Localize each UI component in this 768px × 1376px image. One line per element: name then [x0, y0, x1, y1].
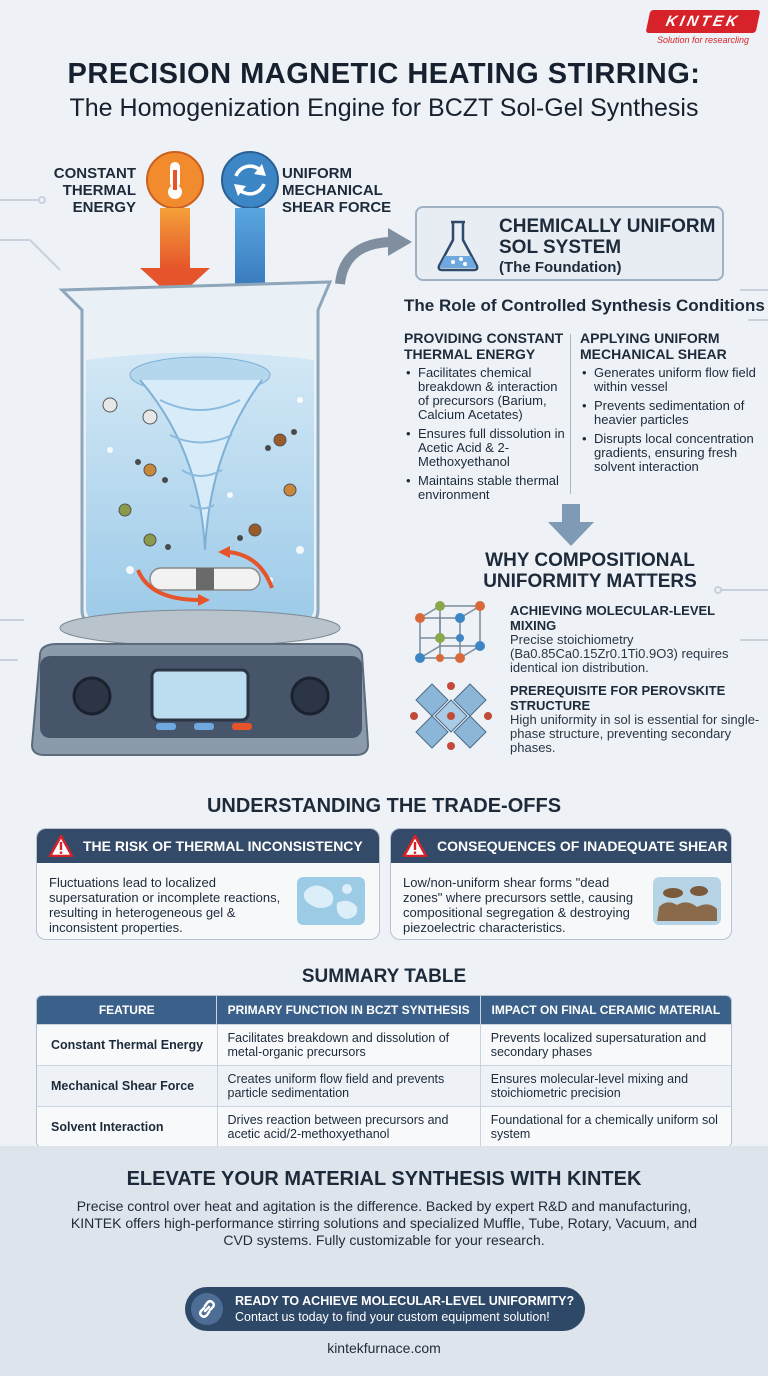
table-row: Constant Thermal Energy Facilitates brea…	[37, 1024, 731, 1065]
warning-icon	[49, 835, 73, 857]
warning-icon	[403, 835, 427, 857]
thermometer-icon	[146, 151, 204, 209]
tradeoff-card-shear: CONSEQUENCES OF INADEQUATE SHEAR Low/non…	[390, 828, 732, 940]
list-item: Disrupts local concentration gradients, …	[580, 432, 760, 474]
stirrer-illustration	[30, 151, 370, 756]
shear-force-label: UNIFORM MECHANICAL SHEAR FORCE	[282, 165, 392, 216]
list-item: Maintains stable thermal environment	[404, 474, 566, 502]
foundation-box: CHEMICALLY UNIFORM SOL SYSTEM (The Found…	[415, 206, 724, 281]
list-item: Generates uniform flow field within vess…	[580, 366, 760, 394]
page-subtitle: The Homogenization Engine for BCZT Sol-G…	[69, 94, 699, 122]
heterogeneous-gel-image	[297, 877, 365, 925]
table-cell: Constant Thermal Energy	[37, 1024, 217, 1065]
table-header: IMPACT ON FINAL CERAMIC MATERIAL	[479, 996, 731, 1024]
list-item: Facilitates chemical breakdown & interac…	[404, 366, 566, 422]
card-body: Fluctuations lead to localized supersatu…	[49, 875, 281, 935]
lattice-icon	[415, 601, 485, 663]
summary-title: SUMMARY TABLE	[301, 966, 467, 987]
down-arrow-icon	[548, 504, 594, 546]
list-item: Prevents sedimentation of heavier partic…	[580, 399, 760, 427]
why-item-title: ACHIEVING MOLECULAR-LEVEL MIXING	[510, 603, 715, 633]
table-cell: Mechanical Shear Force	[37, 1065, 217, 1106]
thermal-column: PROVIDING CONSTANT THERMAL ENERGY Facili…	[404, 330, 566, 507]
flask-icon	[437, 220, 479, 272]
why-item-desc: Precise stoichiometry (Ba0.85Ca0.15Zr0.1…	[510, 632, 729, 675]
summary-table: FEATURE PRIMARY FUNCTION IN BCZT SYNTHES…	[36, 995, 732, 1148]
shear-column: APPLYING UNIFORM MECHANICAL SHEAR Genera…	[580, 330, 760, 479]
sedimentation-image	[653, 877, 721, 925]
table-header: PRIMARY FUNCTION IN BCZT SYNTHESIS	[216, 996, 480, 1024]
card-header: THE RISK OF THERMAL INCONSISTENCY	[37, 829, 379, 863]
tradeoffs-title: UNDERSTANDING THE TRADE-OFFS	[206, 795, 562, 817]
contact-button-subtitle: Contact us today to find your custom equ…	[235, 1310, 550, 1324]
table-row: Solvent Interaction Drives reaction betw…	[37, 1106, 731, 1147]
table-header: FEATURE	[37, 996, 217, 1024]
page-title: PRECISION MAGNETIC HEATING STIRRING:	[67, 58, 701, 90]
tradeoff-card-thermal: THE RISK OF THERMAL INCONSISTENCY Fluctu…	[36, 828, 380, 940]
why-item-title: PREREQUISITE FOR PEROVSKITE STRUCTURE	[510, 683, 726, 713]
foundation-title: CHEMICALLY UNIFORM SOL SYSTEM	[499, 216, 716, 258]
role-title: The Role of Controlled Synthesis Conditi…	[404, 296, 765, 315]
table-cell: Solvent Interaction	[37, 1106, 217, 1147]
table-cell: Facilitates breakdown and dissolution of…	[216, 1024, 480, 1065]
card-title: CONSEQUENCES OF INADEQUATE SHEAR	[437, 838, 728, 854]
card-header: CONSEQUENCES OF INADEQUATE SHEAR	[391, 829, 731, 863]
why-item: PREREQUISITE FOR PEROVSKITE STRUCTURE Hi…	[510, 683, 762, 755]
thermal-heading: PROVIDING CONSTANT THERMAL ENERGY	[404, 330, 564, 362]
card-title: THE RISK OF THERMAL INCONSISTENCY	[83, 838, 363, 854]
table-cell: Foundational for a chemically uniform so…	[479, 1106, 731, 1147]
why-item: ACHIEVING MOLECULAR-LEVEL MIXING Precise…	[510, 603, 762, 675]
contact-button-title: READY TO ACHIEVE MOLECULAR-LEVEL UNIFORM…	[235, 1294, 575, 1308]
shear-heading: APPLYING UNIFORM MECHANICAL SHEAR	[580, 330, 727, 362]
table-cell: Drives reaction between precursors and a…	[216, 1106, 480, 1147]
contact-button[interactable]: READY TO ACHIEVE MOLECULAR-LEVEL UNIFORM…	[185, 1287, 585, 1331]
thermal-energy-label: CONSTANT THERMAL ENERGY	[53, 165, 136, 216]
card-body: Low/non-uniform shear forms "dead zones"…	[403, 875, 634, 935]
circuit-decoration	[0, 196, 768, 661]
website-link[interactable]: kintekfurnace.com	[327, 1340, 441, 1356]
link-icon	[191, 1293, 223, 1325]
table-cell: Creates uniform flow field and prevents …	[216, 1065, 480, 1106]
table-cell: Prevents localized supersaturation and s…	[479, 1024, 731, 1065]
column-divider	[570, 334, 571, 494]
why-title: WHY COMPOSITIONAL UNIFORMITY MATTERS	[483, 550, 697, 592]
brand-name: KINTEK	[645, 10, 761, 33]
foundation-subtitle: (The Foundation)	[499, 259, 622, 276]
table-cell: Ensures molecular-level mixing and stoic…	[479, 1065, 731, 1106]
rotate-icon	[221, 151, 279, 209]
brand-logo: KINTEK Solution for researcling	[645, 10, 761, 45]
curved-arrow-icon	[335, 228, 412, 285]
cta-title: ELEVATE YOUR MATERIAL SYNTHESIS WITH KIN…	[126, 1168, 642, 1190]
table-row: Mechanical Shear Force Creates uniform f…	[37, 1065, 731, 1106]
cta-band	[0, 1146, 768, 1376]
list-item: Ensures full dissolution in Acetic Acid …	[404, 427, 566, 469]
perovskite-icon	[410, 682, 492, 750]
brand-tagline: Solution for researcling	[656, 35, 750, 45]
cta-text: Precise control over heat and agitation …	[70, 1198, 698, 1248]
why-item-desc: High uniformity in sol is essential for …	[510, 712, 760, 755]
table-header-row: FEATURE PRIMARY FUNCTION IN BCZT SYNTHES…	[37, 996, 731, 1024]
